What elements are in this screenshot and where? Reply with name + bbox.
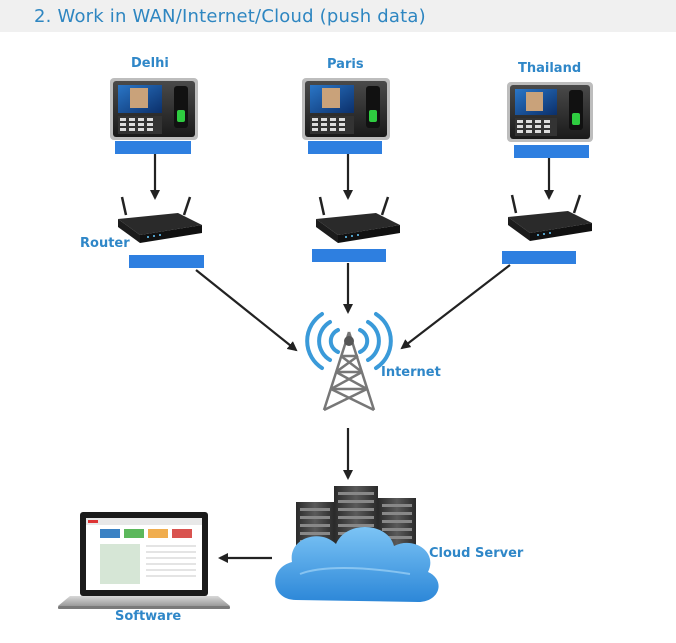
router-icon-3 <box>508 194 592 241</box>
site-label-paris: Paris <box>327 57 364 72</box>
site-bar-delhi <box>115 141 191 154</box>
router-bar-1 <box>129 255 204 268</box>
connection-arrows <box>150 154 554 563</box>
router-bar-2 <box>312 249 386 262</box>
attendance-device-paris <box>302 78 390 140</box>
cloud-server-icon <box>275 486 439 602</box>
router-icon-1 <box>118 196 202 243</box>
internet-tower-icon <box>305 312 393 412</box>
page-title: 2. Work in WAN/Internet/Cloud (push data… <box>34 6 426 27</box>
site-label-thailand: Thailand <box>518 61 582 76</box>
attendance-device-delhi <box>110 78 198 140</box>
router-bar-3 <box>502 251 576 264</box>
internet-label: Internet <box>381 365 441 380</box>
arrow-router3-internet <box>400 264 511 350</box>
attendance-device-thailand <box>507 82 593 142</box>
site-bar-paris <box>308 141 382 154</box>
router-label: Router <box>80 236 130 251</box>
software-label: Software <box>115 609 182 624</box>
arrow-router1-internet <box>195 269 298 352</box>
router-icon-2 <box>316 196 400 243</box>
site-bar-thailand <box>514 145 589 158</box>
laptop-software-icon <box>58 512 230 609</box>
site-label-delhi: Delhi <box>131 56 169 71</box>
header-band <box>0 0 676 32</box>
cloud-server-label: Cloud Server <box>429 546 524 561</box>
